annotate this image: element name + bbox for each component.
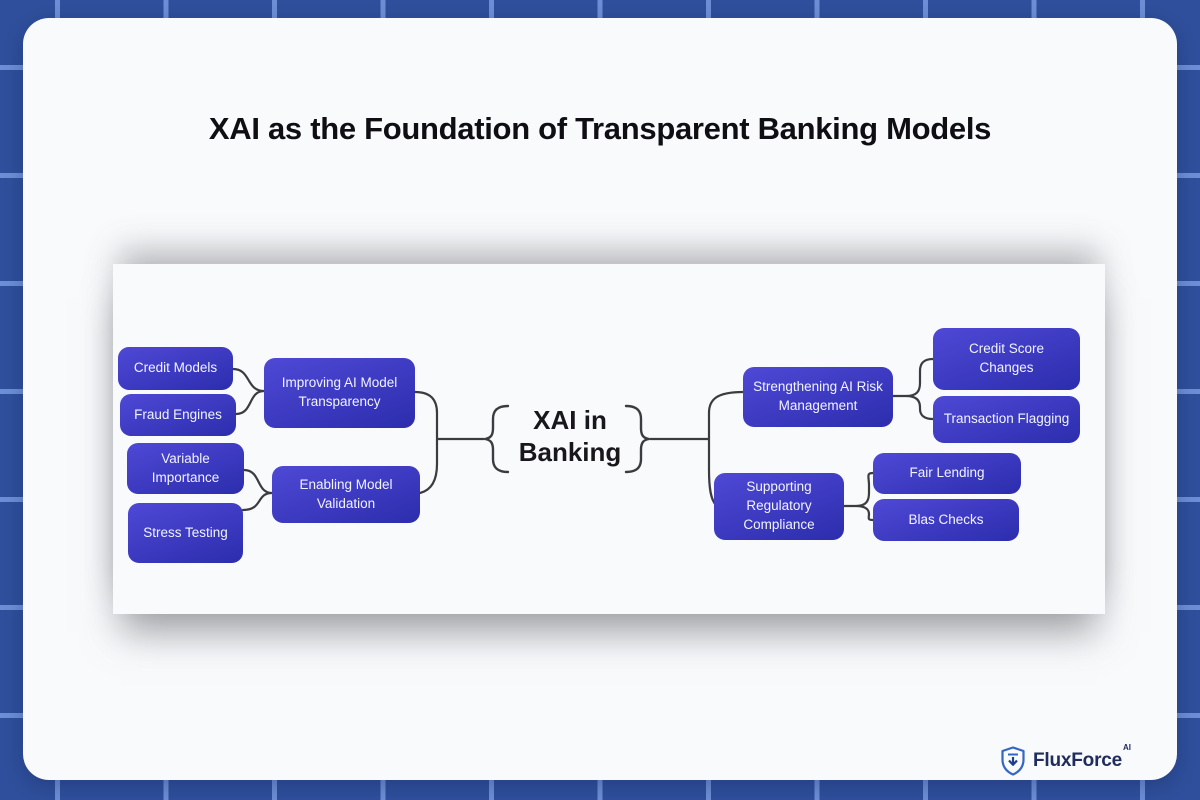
brand-wordmark: FluxForceAI xyxy=(1033,743,1131,772)
node-label: Improving AI Model Transparency xyxy=(281,375,398,409)
node-blas-checks: Blas Checks xyxy=(873,499,1019,541)
node-variable-importance: Variable Importance xyxy=(127,443,244,494)
node-credit-models: Credit Models xyxy=(118,347,233,390)
node-enabling-model-validation: Enabling Model Validation xyxy=(272,466,420,523)
page-title: XAI as the Foundation of Transparent Ban… xyxy=(208,111,992,146)
mindmap-root-label: XAI in Banking xyxy=(518,405,622,467)
node-strengthening-ai-risk-management: Strengthening AI Risk Management xyxy=(743,367,893,427)
node-label: Fair Lending xyxy=(909,465,985,481)
node-label: Variable Importance xyxy=(151,450,220,485)
node-label: Transaction Flagging xyxy=(943,411,1070,427)
brand-logo: FluxForceAI xyxy=(1000,743,1131,778)
shield-arrow-down-icon xyxy=(1001,746,1025,776)
node-label: Strengthening AI Risk Management xyxy=(753,379,883,413)
node-label: Blas Checks xyxy=(908,511,984,527)
node-fair-lending: Fair Lending xyxy=(873,453,1021,494)
node-label: Credit Score Changes xyxy=(968,341,1045,375)
node-label: Fraud Engines xyxy=(134,406,222,422)
node-label: Credit Models xyxy=(133,360,218,376)
node-credit-score-changes: Credit Score Changes xyxy=(933,328,1080,390)
node-stress-testing: Stress Testing xyxy=(128,503,243,563)
brand-superscript: AI xyxy=(1123,743,1131,752)
node-label: Enabling Model Validation xyxy=(299,476,393,511)
node-fraud-engines: Fraud Engines xyxy=(120,394,236,436)
brand-name: FluxForce xyxy=(1033,750,1122,771)
node-transaction-flagging: Transaction Flagging xyxy=(933,396,1080,443)
node-label: Supporting Regulatory Compliance xyxy=(743,479,815,532)
node-supporting-regulatory-compliance: Supporting Regulatory Compliance xyxy=(714,473,844,540)
node-improving-ai-model-transparency: Improving AI Model Transparency xyxy=(264,358,415,428)
node-label: Stress Testing xyxy=(143,524,228,540)
